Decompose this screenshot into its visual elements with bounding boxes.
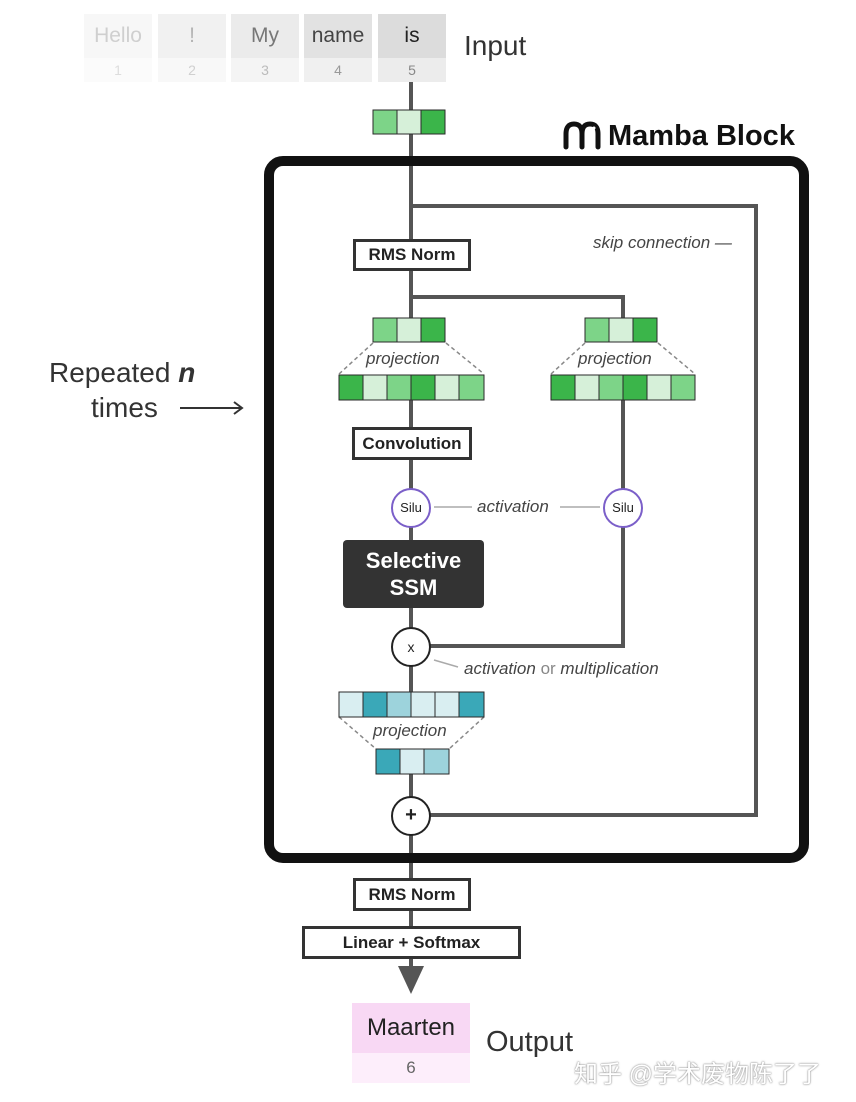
right-expanded-vector [550,374,696,401]
selective-ssm-box: Selective SSM [343,540,484,608]
token-word: name [304,14,372,58]
token-index: 5 [378,58,446,82]
repeated-label: Repeated n [49,357,195,389]
activation-label: activation [477,497,549,516]
output-projection-vector [375,748,450,775]
rms-norm-box: RMS Norm [353,239,471,271]
multiplication-note: activation or multiplication [464,659,659,679]
convolution-box: Convolution [352,427,472,460]
mamba-block-frame [264,156,809,863]
output-arrowhead [398,966,424,994]
silu-right-node: Silu [603,488,643,528]
right-small-vector [584,317,658,343]
input-token-2: ! 2 [158,14,226,82]
mult-note-multiplication: multiplication [560,659,659,678]
token-word: My [231,14,299,58]
input-label: Input [464,30,527,61]
token-word: is [378,14,446,58]
repeat-arrow [180,401,244,415]
linear-softmax-box: Linear + Softmax [302,926,521,959]
input-token-1: Hello 1 [84,14,152,82]
left-projection-label: projection [366,349,440,368]
input-token-5: is 5 [378,14,446,82]
token-index: 2 [158,58,226,82]
right-projection-label: projection [578,349,652,368]
input-token-3: My 3 [231,14,299,82]
mamba-block-title: Mamba Block [608,120,795,152]
token-word: ! [158,14,226,58]
token-word: Hello [84,14,152,58]
final-rms-norm-box: RMS Norm [353,878,471,911]
silu-left-node: Silu [391,488,431,528]
output-token: Maarten 6 [352,1003,470,1083]
selective-ssm-line1: Selective [365,548,462,573]
left-small-vector [372,317,446,343]
times-label: times [91,392,158,423]
multiply-node: x [391,627,431,667]
skip-connection-label: skip connection — [593,233,732,252]
token-index: 1 [84,58,152,82]
output-token-word: Maarten [352,1003,470,1053]
repeated-word: Repeated [49,357,171,388]
mult-note-activation: activation [464,659,536,678]
repeated-n: n [178,357,196,388]
output-token-index: 6 [352,1053,470,1083]
left-expanded-vector [338,374,485,401]
mamba-snake-icon [563,121,601,150]
output-projection-label: projection [373,721,447,740]
ssm-output-vector [338,691,485,718]
token-index: 4 [304,58,372,82]
watermark-text: 知乎 @学术废物陈了了 [574,1061,822,1088]
projection-dashes [338,342,696,750]
input-token-4: name 4 [304,14,372,82]
selective-ssm-line2: SSM [389,575,438,600]
input-embedding-vector [372,109,446,135]
output-label: Output [486,1026,574,1058]
mult-note-line [433,659,459,668]
connector-lines [409,82,758,968]
add-node: + [391,796,431,836]
token-index: 3 [231,58,299,82]
mult-note-or: or [540,659,556,678]
